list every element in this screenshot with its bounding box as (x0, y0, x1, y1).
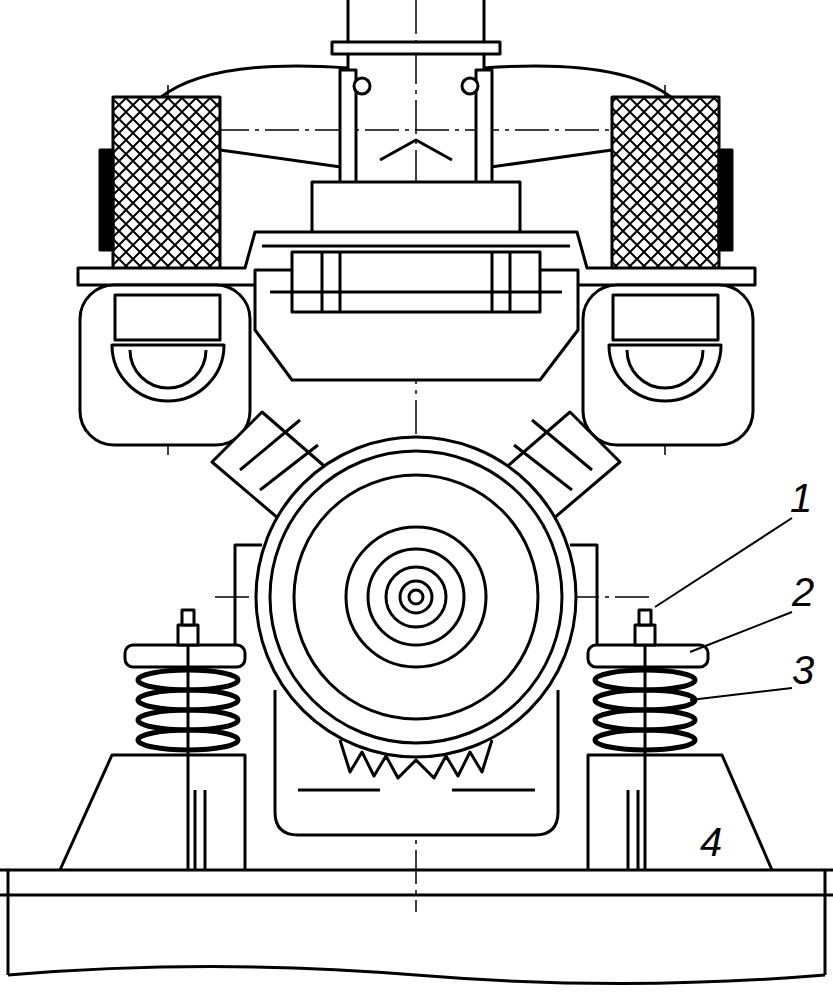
callout-number: 4 (700, 822, 722, 862)
callout-number: 3 (792, 650, 814, 690)
callout-number: 1 (790, 478, 812, 518)
callout-number: 2 (792, 572, 814, 612)
